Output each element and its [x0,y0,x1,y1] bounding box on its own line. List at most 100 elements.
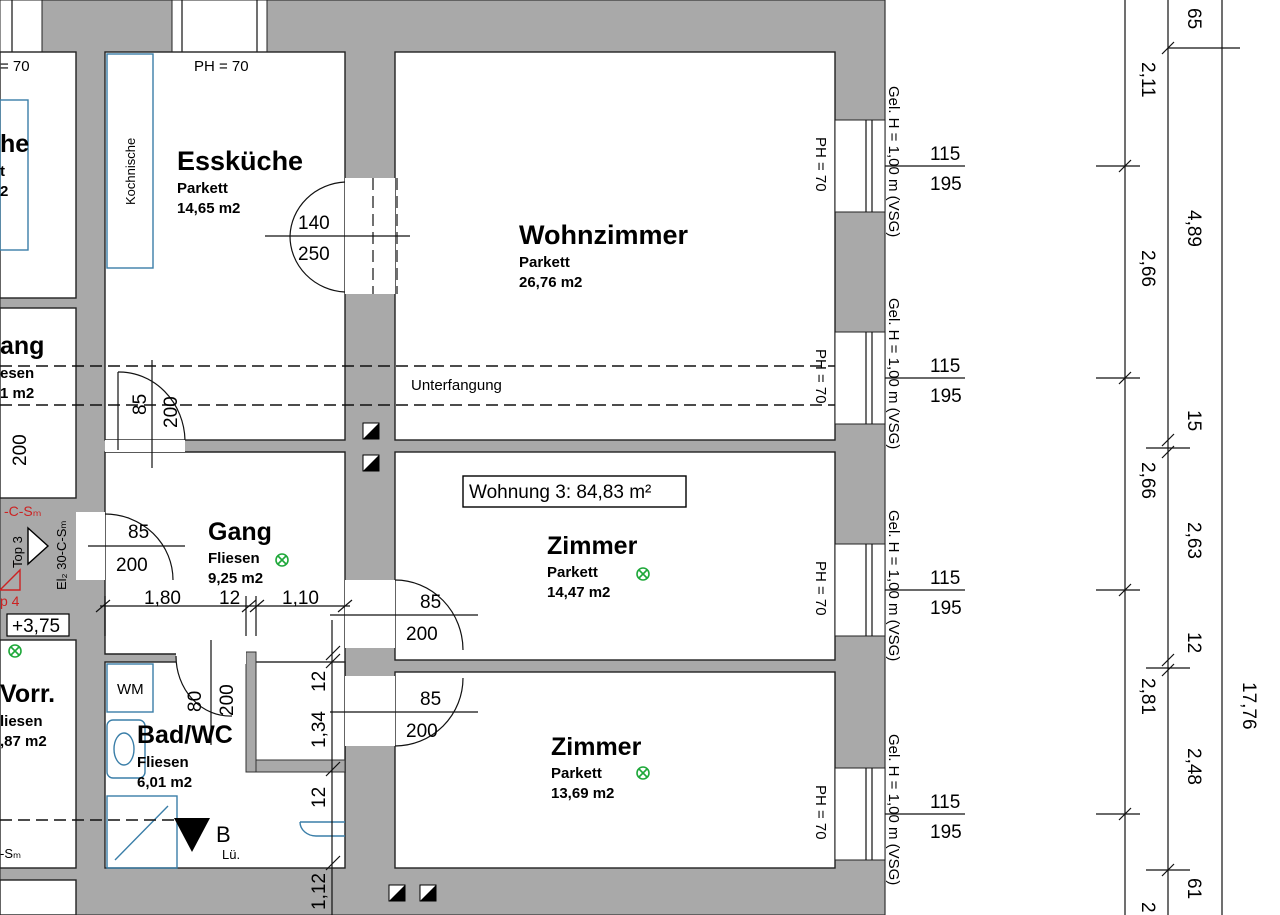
shaft-icon [362,454,380,472]
dim-right-2-66-a: 2,66 [1137,250,1158,287]
gang-top-door-width: 85 [130,394,151,415]
gang-top-door-height: 200 [161,396,182,428]
p4-label: p 4 [0,593,20,609]
vent-lue-label: Lü. [222,847,240,862]
left-kitchen-name: he [0,130,29,158]
apartment-label-box [462,475,687,508]
right-windows [834,119,886,861]
dim-total-17-76: 17,76 [1238,682,1259,730]
ph-right-3: PH = 70 [812,561,829,616]
level-box [6,613,70,637]
left-c-sm-label: -C-Sₘ [4,503,42,519]
room-floor-zimmer-2: Parkett [551,765,602,782]
window-1-height: 195 [930,174,962,195]
dim-right-61: 61 [1183,878,1204,899]
dim-1-80: 1,80 [144,588,181,609]
washbasin [106,719,146,779]
smoke-detector-icon [636,766,650,780]
dim-right-4-89: 4,89 [1183,210,1204,247]
apartment-label: Wohnung 3: 84,83 m² [469,482,651,503]
inner-dimensions [95,596,353,915]
left-gang-name: ang [0,332,44,360]
room-name-wohnzimmer: Wohnzimmer [519,220,689,250]
dim-right-12: 12 [1183,632,1204,653]
room-name-zimmer-2: Zimmer [551,733,642,761]
room-floor-gang: Fliesen [208,550,260,567]
kochnische-label: Kochnische [123,138,138,205]
direction-triangle-icon [27,526,50,566]
kitchen-door-width: 140 [298,213,330,234]
toilet [299,821,345,837]
room-name-gang: Gang [208,518,272,546]
ph-top-left-label: = 70 [0,58,30,75]
gel-h-4: Gel. H = 1,00 m (VSG) [885,734,902,885]
zimmer1-door [330,579,478,651]
room-floor-zimmer-1: Parkett [547,564,598,581]
window-3-width: 115 [930,568,960,589]
sensors [8,553,650,780]
kitchen-counter [106,53,154,269]
dim-right-2-66-b: 2,66 [1137,462,1158,499]
ph-top-label: PH = 70 [194,58,249,75]
shaft-icon [362,422,380,440]
gel-h-1: Gel. H = 1,00 m (VSG) [885,86,902,237]
bad-door [175,640,233,745]
dim-right-65: 65 [1183,8,1204,29]
room-left-vorr [0,639,77,869]
left-kitchen-counter [0,99,29,251]
dim-1-34: 1,34 [309,711,330,748]
gel-h-2: Gel. H = 1,00 m (VSG) [885,298,902,449]
gel-h-3: Gel. H = 1,00 m (VSG) [885,510,902,661]
room-floor-esskueche: Parkett [177,180,228,197]
zimmer2-door-width: 85 [420,689,441,710]
wm-label: WM [117,681,144,698]
right-dimensions [885,0,1240,915]
zimmer2-door [330,677,478,747]
window-1-width: 115 [930,144,960,165]
window-4-width: 115 [930,792,960,813]
washing-machine-box [106,663,154,713]
smoke-detector-icon [275,553,289,567]
dim-right-2-63: 2,63 [1183,522,1204,559]
room-area-wohnzimmer: 26,76 m2 [519,274,582,291]
room-esskueche [104,51,346,441]
zimmer1-door-height: 200 [406,624,438,645]
ph-right-2: PH = 70 [812,349,829,404]
dim-right-2-48: 2,48 [1183,748,1204,785]
room-name-zimmer-1: Zimmer [547,532,638,560]
dim-1-10: 1,10 [282,588,319,609]
dim-right-15: 15 [1183,410,1204,431]
red-triangle-icon [0,568,21,591]
vent-triangle-icon [174,818,210,852]
dim-12-c: 12 [309,787,330,808]
smoke-detector-icon [636,567,650,581]
room-wohnzimmer [394,51,836,441]
room-area-gang: 9,25 m2 [208,570,263,587]
room-area-zimmer-2: 13,69 m2 [551,785,614,802]
room-left-gang [0,307,77,499]
unterfangung-lines [0,365,835,406]
zimmer1-door-width: 85 [420,592,441,613]
gang-left-door [88,513,185,581]
left-kitchen-line3: 2 [0,183,8,200]
unterfangung-label: Unterfangung [411,377,502,394]
bad-door-width: 80 [185,691,206,712]
left-kitchen-line2: t [0,163,5,180]
gang-left-door-height: 200 [116,555,148,576]
top-openings [0,0,268,53]
dim-12-b: 12 [309,671,330,692]
room-floor-bad: Fliesen [137,754,189,771]
ph-right-1: PH = 70 [812,137,829,192]
room-left-kitchen [0,51,77,299]
left-vorr-floor: liesen [0,713,43,730]
window-4-height: 195 [930,822,962,843]
el-label: El₂ 30-C-Sₘ [54,521,69,591]
kitchen-door-height: 250 [298,244,330,265]
left-vorr-area: ,87 m2 [0,733,47,750]
room-zimmer-2 [394,671,836,869]
vent-b-label: B [216,822,231,847]
dim-1-12: 1,12 [309,873,330,910]
dim-right-2-81: 2,81 [1137,678,1158,715]
shaft-icon [388,884,406,902]
